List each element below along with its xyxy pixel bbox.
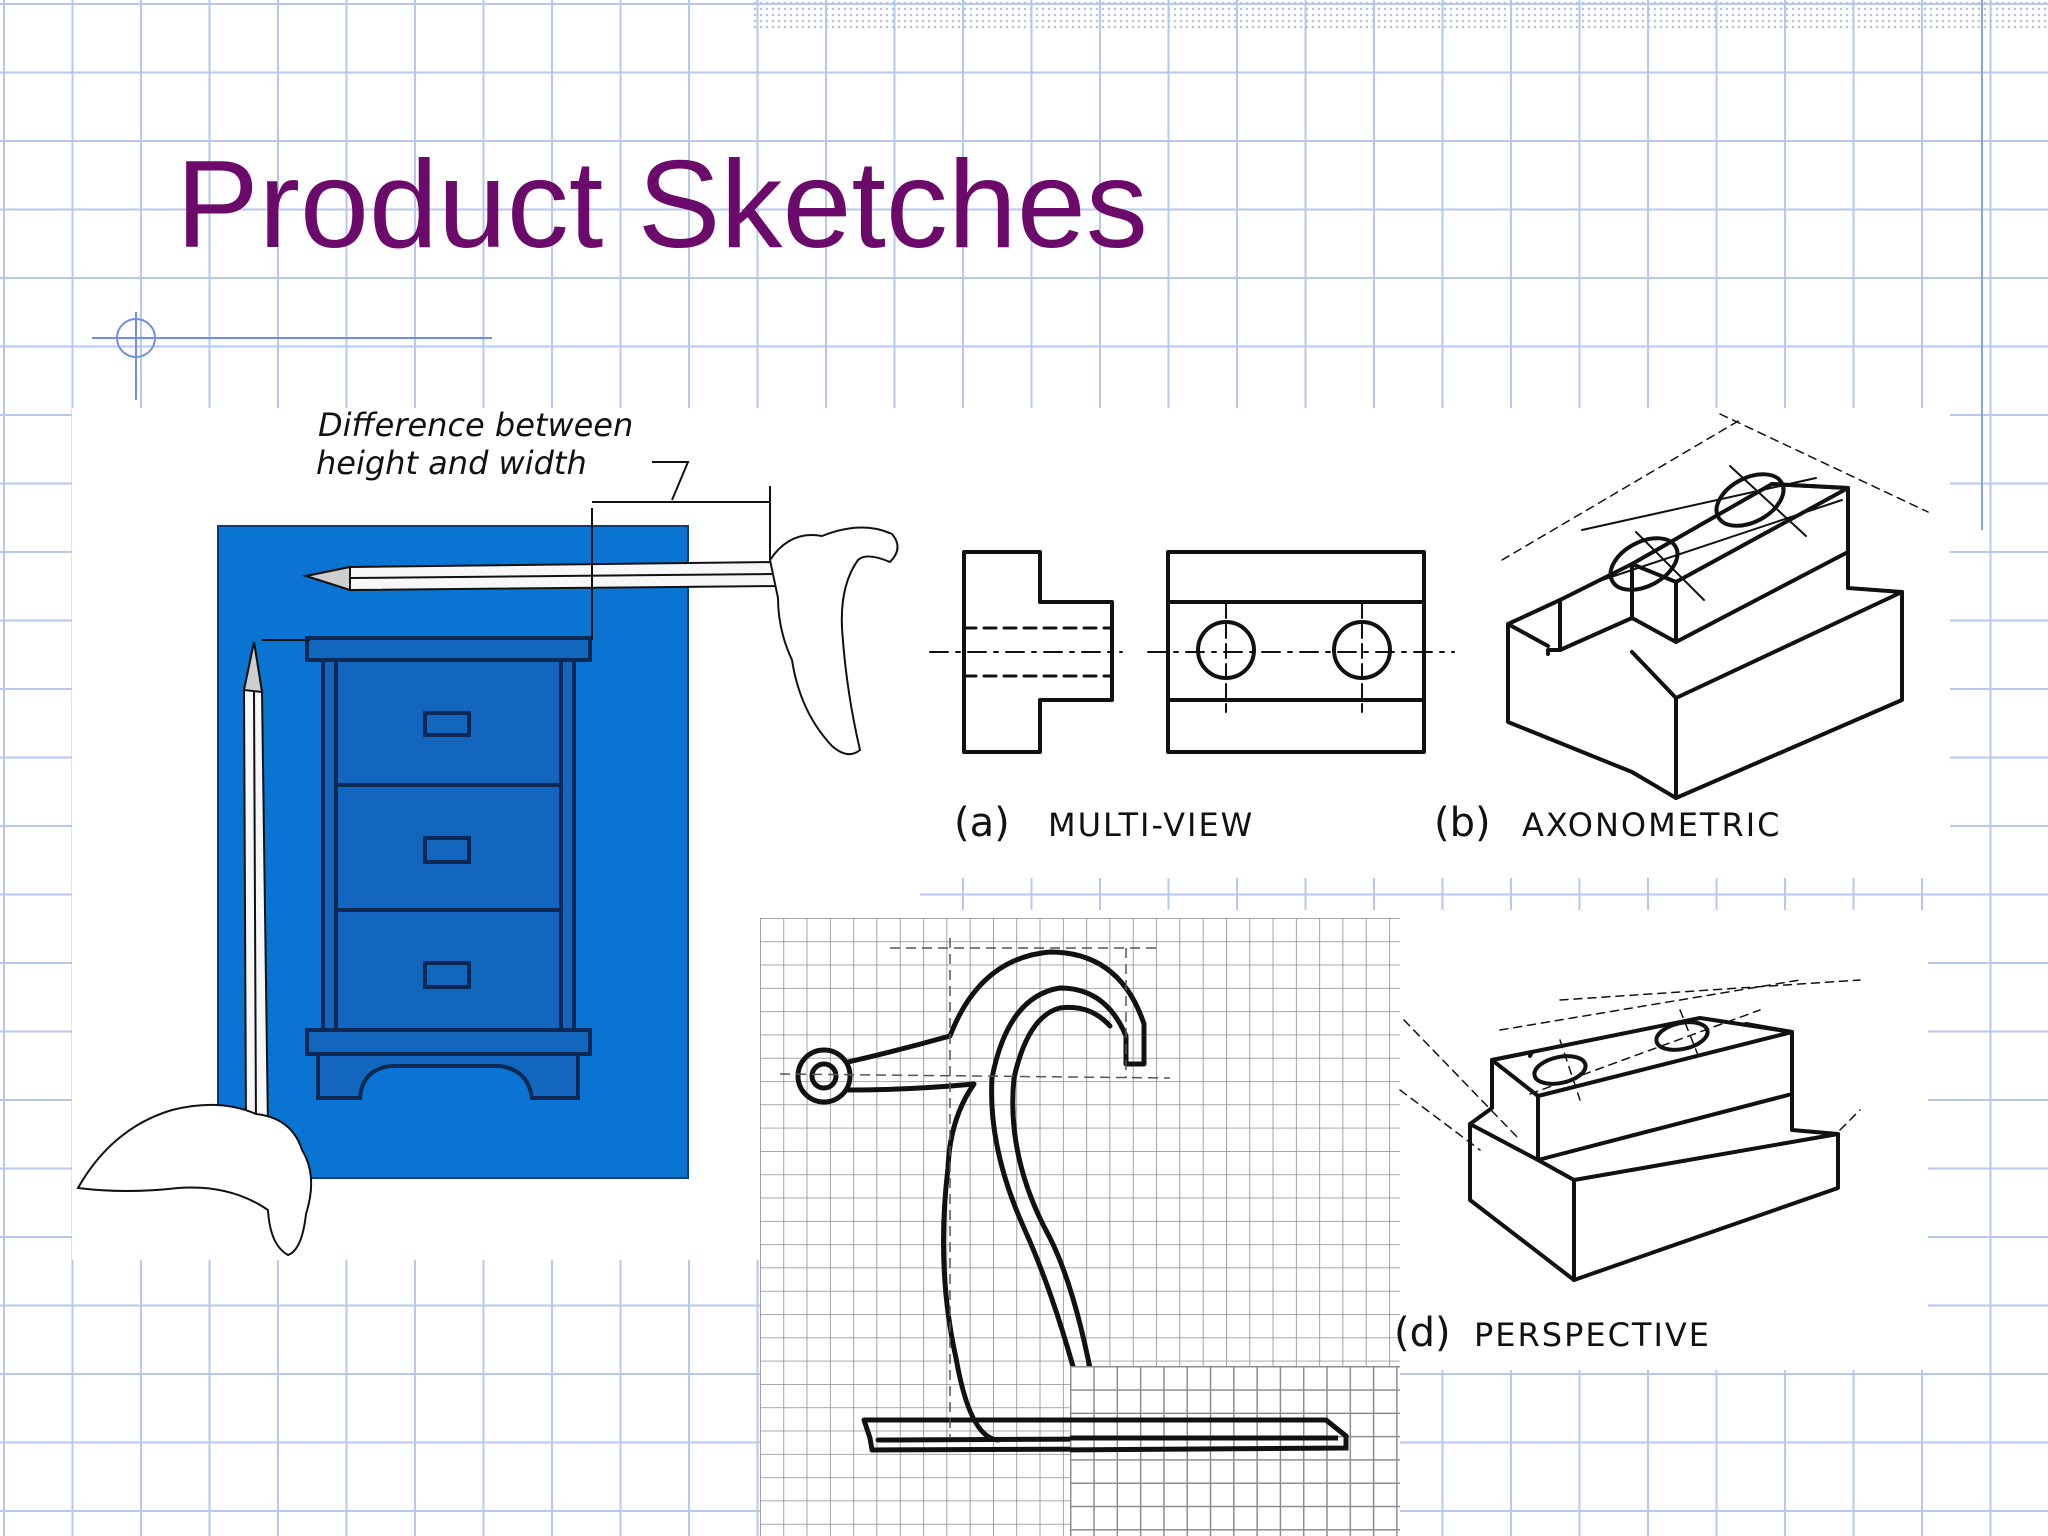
horizontal-pencil bbox=[302, 560, 780, 592]
dimension-note-line1: Difference between bbox=[318, 406, 633, 444]
axonometric-block bbox=[1501, 413, 1929, 800]
caption-a-label: MULTI-VIEW bbox=[1048, 806, 1254, 844]
dimension-note-line2: height and width bbox=[316, 444, 587, 482]
dimension-lines bbox=[262, 461, 771, 641]
caption-b-letter: (b) bbox=[1434, 800, 1491, 846]
caption-d-letter: (d) bbox=[1394, 1310, 1451, 1356]
multiview-caption: (a) MULTI-VIEW bbox=[954, 800, 1254, 846]
axonometric-caption: (b) AXONOMETRIC bbox=[1434, 800, 1781, 846]
cabinet-drawing bbox=[305, 636, 592, 1100]
dotted-header-band bbox=[752, 0, 2048, 30]
bracket-base-right bbox=[1070, 1417, 1349, 1453]
perspective-block bbox=[1468, 1016, 1840, 1282]
right-hand bbox=[768, 526, 899, 756]
multiview-side-view bbox=[929, 550, 1123, 754]
slide-title: Product Sketches bbox=[176, 136, 1148, 274]
caption-a-letter: (a) bbox=[954, 800, 1010, 846]
multiview-top-view bbox=[1147, 550, 1455, 754]
vertical-pencil bbox=[242, 641, 270, 1132]
left-hand bbox=[76, 1103, 313, 1257]
caption-b-label: AXONOMETRIC bbox=[1522, 806, 1781, 844]
caption-d-label: PERSPECTIVE bbox=[1474, 1316, 1711, 1354]
perspective-caption: (d) PERSPECTIVE bbox=[1394, 1310, 1711, 1356]
